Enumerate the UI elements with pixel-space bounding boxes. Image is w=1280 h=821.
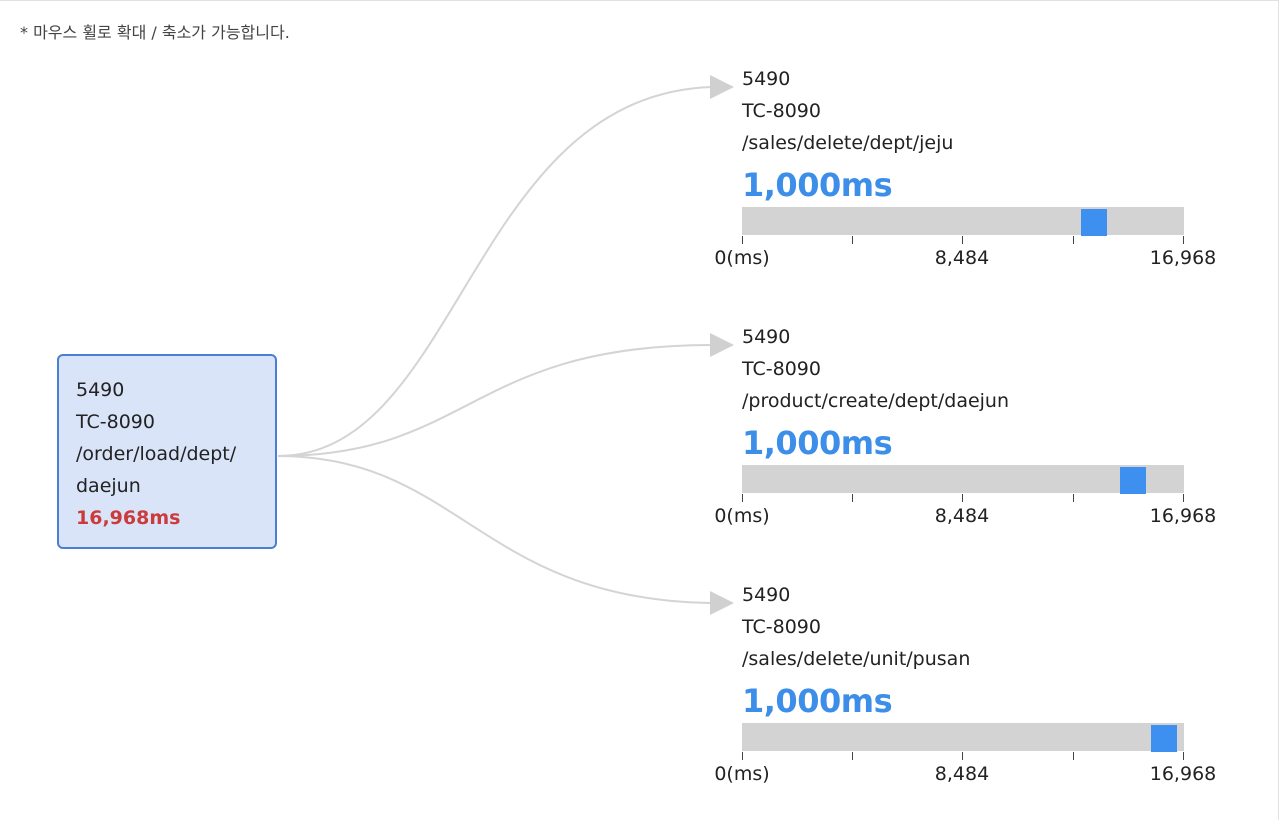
axis-label-max: 16,968 <box>1149 763 1217 785</box>
axis-tick <box>1073 494 1074 502</box>
timeline-axis <box>742 236 1184 244</box>
timeline-bar[interactable] <box>1150 725 1178 752</box>
source-id: 5490 <box>76 379 125 401</box>
axis-label-min: 0(ms) <box>714 763 770 785</box>
axis-label-max: 16,968 <box>1149 505 1217 527</box>
axis-tick <box>1183 236 1184 244</box>
target-host: TC-8090 <box>742 358 821 380</box>
target-path: /sales/delete/dept/jeju <box>742 132 954 154</box>
axis-label-mid: 8,484 <box>934 247 990 269</box>
target-path: /sales/delete/unit/pusan <box>742 648 971 670</box>
axis-label-max: 16,968 <box>1149 247 1217 269</box>
axis-label-min: 0(ms) <box>714 247 770 269</box>
timeline-track <box>742 465 1184 494</box>
axis-tick <box>1073 236 1074 244</box>
axis-label-min: 0(ms) <box>714 505 770 527</box>
axis-tick <box>852 494 853 502</box>
timeline-bar[interactable] <box>1119 467 1146 494</box>
axis-tick <box>1073 752 1074 760</box>
arrowhead-target-1 <box>710 75 734 99</box>
arrowhead-target-2 <box>710 333 734 357</box>
target-elapsed: 1,000ms <box>742 424 893 462</box>
target-elapsed: 1,000ms <box>742 682 893 720</box>
target-id: 5490 <box>742 584 791 606</box>
timeline-track <box>742 207 1184 236</box>
timeline-axis <box>742 494 1184 502</box>
arrowhead-target-3 <box>710 591 734 615</box>
target-id: 5490 <box>742 68 791 90</box>
axis-tick <box>852 236 853 244</box>
source-path-line2: daejun <box>76 475 141 497</box>
target-id: 5490 <box>742 326 791 348</box>
axis-tick <box>962 494 963 502</box>
timeline-axis <box>742 752 1184 760</box>
zoom-hint: * 마우스 휠로 확대 / 축소가 가능합니다. <box>20 23 290 42</box>
source-node[interactable]: 5490 TC-8090 /order/load/dept/ daejun 16… <box>57 354 277 549</box>
axis-tick <box>962 236 963 244</box>
axis-tick <box>962 752 963 760</box>
link-to-target-1 <box>277 86 713 457</box>
axis-tick <box>742 494 743 502</box>
timeline-track <box>742 723 1184 752</box>
source-elapsed: 16,968ms <box>76 507 181 529</box>
axis-tick <box>742 752 743 760</box>
source-host: TC-8090 <box>76 411 155 433</box>
axis-tick <box>852 752 853 760</box>
target-path: /product/create/dept/daejun <box>742 390 1010 412</box>
link-to-target-2 <box>277 344 713 457</box>
axis-tick <box>1183 494 1184 502</box>
axis-label-mid: 8,484 <box>934 505 990 527</box>
timeline-bar[interactable] <box>1080 209 1107 236</box>
axis-label-mid: 8,484 <box>934 763 990 785</box>
axis-tick <box>742 236 743 244</box>
source-path-line1: /order/load/dept/ <box>76 443 237 465</box>
target-elapsed: 1,000ms <box>742 166 893 204</box>
target-host: TC-8090 <box>742 616 821 638</box>
link-to-target-3 <box>277 455 713 604</box>
axis-tick <box>1183 752 1184 760</box>
target-host: TC-8090 <box>742 100 821 122</box>
